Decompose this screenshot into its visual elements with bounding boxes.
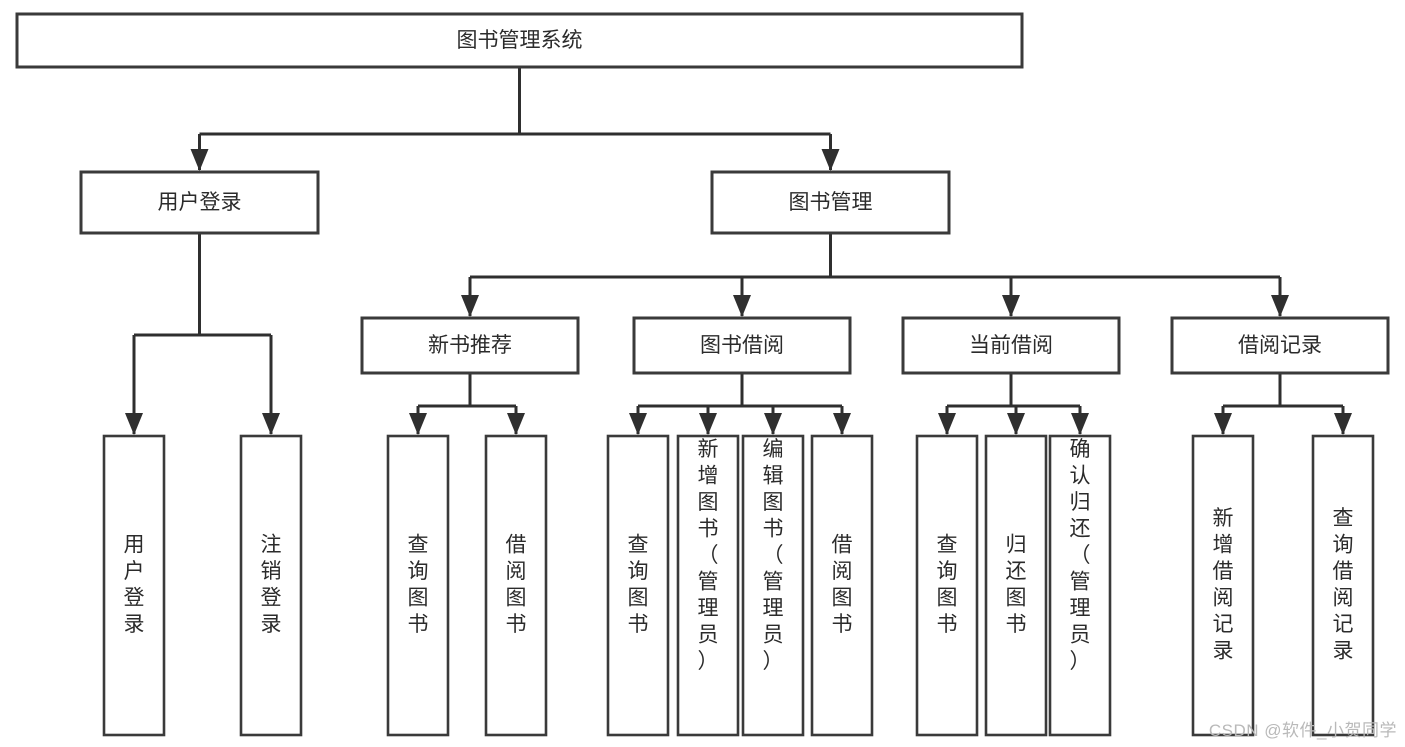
node-label-return-book: 归还图书 xyxy=(1006,534,1027,637)
node-box-user-logout xyxy=(239,434,303,737)
node-box-root xyxy=(15,12,1024,69)
node-label-root: 图书管理系统 xyxy=(457,29,583,52)
node-user-logout[interactable]: 注销登录 xyxy=(239,434,303,737)
node-box-query-book-2 xyxy=(606,434,670,737)
node-box-add-borrow-record xyxy=(1191,434,1255,737)
node-label-add-borrow-record: 新增借阅记录 xyxy=(1213,507,1234,663)
node-box-return-book xyxy=(984,434,1048,737)
node-label-current-borrow: 当前借阅 xyxy=(969,334,1053,357)
node-new-book-recommend[interactable]: 新书推荐 xyxy=(360,316,580,375)
flowchart-nodes: 图书管理系统用户登录用户登录注销登录图书管理新书推荐查询图书借阅图书图书借阅查询… xyxy=(15,12,1390,737)
node-label-user-login: 用户登录 xyxy=(158,191,242,214)
node-box-book-borrow xyxy=(632,316,852,375)
node-book-manage[interactable]: 图书管理 xyxy=(710,170,951,235)
node-return-book[interactable]: 归还图书 xyxy=(984,434,1048,737)
node-box-borrow-book-2 xyxy=(810,434,874,737)
node-current-borrow[interactable]: 当前借阅 xyxy=(901,316,1121,375)
node-label-book-manage: 图书管理 xyxy=(789,191,873,214)
node-add-borrow-record[interactable]: 新增借阅记录 xyxy=(1191,434,1255,737)
node-box-current-borrow xyxy=(901,316,1121,375)
node-root[interactable]: 图书管理系统 xyxy=(15,12,1024,69)
node-box-query-book-1 xyxy=(386,434,450,737)
node-label-edit-book: 编辑图书（管理员） xyxy=(763,438,784,673)
node-label-query-borrow-record: 查询借阅记录 xyxy=(1333,507,1354,663)
node-add-book[interactable]: 新增图书（管理员） xyxy=(676,434,740,737)
node-label-borrow-book-2: 借阅图书 xyxy=(832,534,853,637)
node-query-borrow-record[interactable]: 查询借阅记录 xyxy=(1311,434,1375,737)
node-label-query-book-3: 查询图书 xyxy=(937,534,958,637)
node-label-confirm-return: 确认归还（管理员） xyxy=(1070,438,1091,673)
node-box-query-book-3 xyxy=(915,434,979,737)
node-label-borrow-record: 借阅记录 xyxy=(1238,334,1322,357)
node-label-book-borrow: 图书借阅 xyxy=(700,334,784,357)
node-edit-book[interactable]: 编辑图书（管理员） xyxy=(741,434,805,737)
node-box-query-borrow-record xyxy=(1311,434,1375,737)
node-label-query-book-2: 查询图书 xyxy=(628,534,649,637)
node-label-user-logout: 注销登录 xyxy=(261,534,282,637)
node-confirm-return[interactable]: 确认归还（管理员） xyxy=(1048,434,1112,737)
node-query-book-3[interactable]: 查询图书 xyxy=(915,434,979,737)
node-box-borrow-book-1 xyxy=(484,434,548,737)
node-book-borrow[interactable]: 图书借阅 xyxy=(632,316,852,375)
node-query-book-2[interactable]: 查询图书 xyxy=(606,434,670,737)
node-query-book-1[interactable]: 查询图书 xyxy=(386,434,450,737)
node-box-edit-book xyxy=(741,434,805,737)
node-label-query-book-1: 查询图书 xyxy=(408,534,429,637)
node-box-confirm-return xyxy=(1048,434,1112,737)
node-box-user-login xyxy=(79,170,320,235)
node-box-add-book xyxy=(676,434,740,737)
node-box-user-login-do xyxy=(102,434,166,737)
node-box-new-book-recommend xyxy=(360,316,580,375)
node-user-login[interactable]: 用户登录 xyxy=(79,170,320,235)
node-label-add-book: 新增图书（管理员） xyxy=(698,438,719,673)
node-label-borrow-book-1: 借阅图书 xyxy=(506,534,527,637)
node-borrow-book-2[interactable]: 借阅图书 xyxy=(810,434,874,737)
node-box-book-manage xyxy=(710,170,951,235)
node-label-new-book-recommend: 新书推荐 xyxy=(428,334,512,357)
node-label-user-login-do: 用户登录 xyxy=(124,534,145,637)
node-borrow-record[interactable]: 借阅记录 xyxy=(1170,316,1390,375)
node-user-login-do[interactable]: 用户登录 xyxy=(102,434,166,737)
node-box-borrow-record xyxy=(1170,316,1390,375)
connector-lines xyxy=(125,67,1352,435)
node-borrow-book-1[interactable]: 借阅图书 xyxy=(484,434,548,737)
